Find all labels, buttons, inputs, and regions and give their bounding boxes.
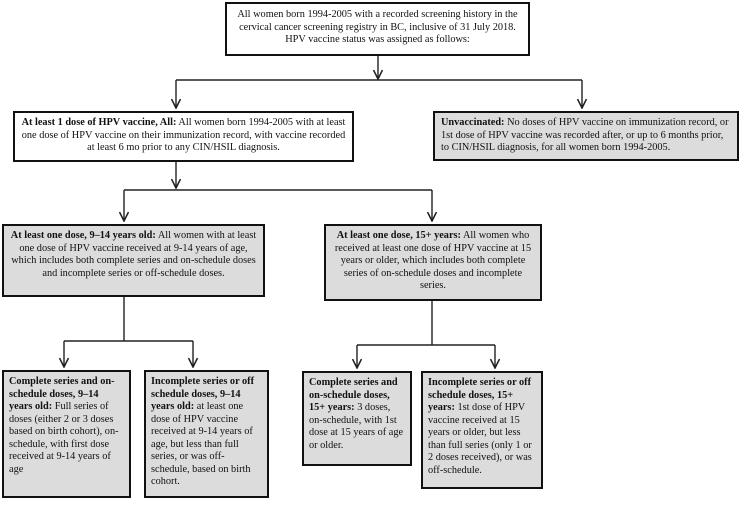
incomplete-15plus-text: 1st dose of HPV vaccine received at 15 y… <box>428 402 532 476</box>
vaccinated-all-box: At least 1 dose of HPV vaccine, All: All… <box>13 111 354 162</box>
dose-9-14-box: At least one dose, 9–14 years old: All w… <box>2 224 265 297</box>
incomplete-9-14-box: Incomplete series or off schedule doses,… <box>144 370 269 498</box>
incomplete-9-14-title: Incomplete series or off schedule doses,… <box>151 376 255 413</box>
complete-15plus-text: 3 doses, on-schedule, with 1st dose at 1… <box>309 402 404 451</box>
incomplete-9-14-text: at least one dose of HPV vaccine receive… <box>151 401 253 488</box>
vaccinated-all-text: All women born 1994-2005 with at least o… <box>21 117 346 154</box>
vaccinated-all-title: At least 1 dose of HPV vaccine, All: <box>21 117 177 128</box>
complete-15plus-box: Complete series and on-schedule doses, 1… <box>302 371 412 466</box>
complete-9-14-title: Complete series and on-schedule doses, 9… <box>9 376 115 413</box>
dose-9-14-text: All women with at least one dose of HPV … <box>11 230 257 279</box>
incomplete-15plus-box: Incomplete series or off schedule doses,… <box>421 371 543 489</box>
dose-15plus-box: At least one dose, 15+ years: All women … <box>324 224 542 301</box>
dose-9-14-title: At least one dose, 9–14 years old: <box>10 230 156 241</box>
root-box: All women born 1994-2005 with a recorded… <box>225 2 530 56</box>
dose-15plus-text: All women who received at least one dose… <box>334 230 532 292</box>
dose-15plus-title: At least one dose, 15+ years: <box>336 230 461 241</box>
incomplete-15plus-title: Incomplete series or off schedule doses,… <box>428 377 532 414</box>
unvaccinated-text: No doses of HPV vaccine on immunization … <box>441 117 729 154</box>
complete-15plus-title: Complete series and on-schedule doses, 1… <box>309 377 398 414</box>
complete-9-14-box: Complete series and on-schedule doses, 9… <box>2 370 131 498</box>
complete-9-14-text: Full series of doses (either 2 or 3 dose… <box>9 401 119 475</box>
root-text: All women born 1994-2005 with a recorded… <box>237 9 518 46</box>
unvaccinated-box: Unvaccinated: No doses of HPV vaccine on… <box>433 111 739 161</box>
unvaccinated-title: Unvaccinated: <box>441 117 505 128</box>
